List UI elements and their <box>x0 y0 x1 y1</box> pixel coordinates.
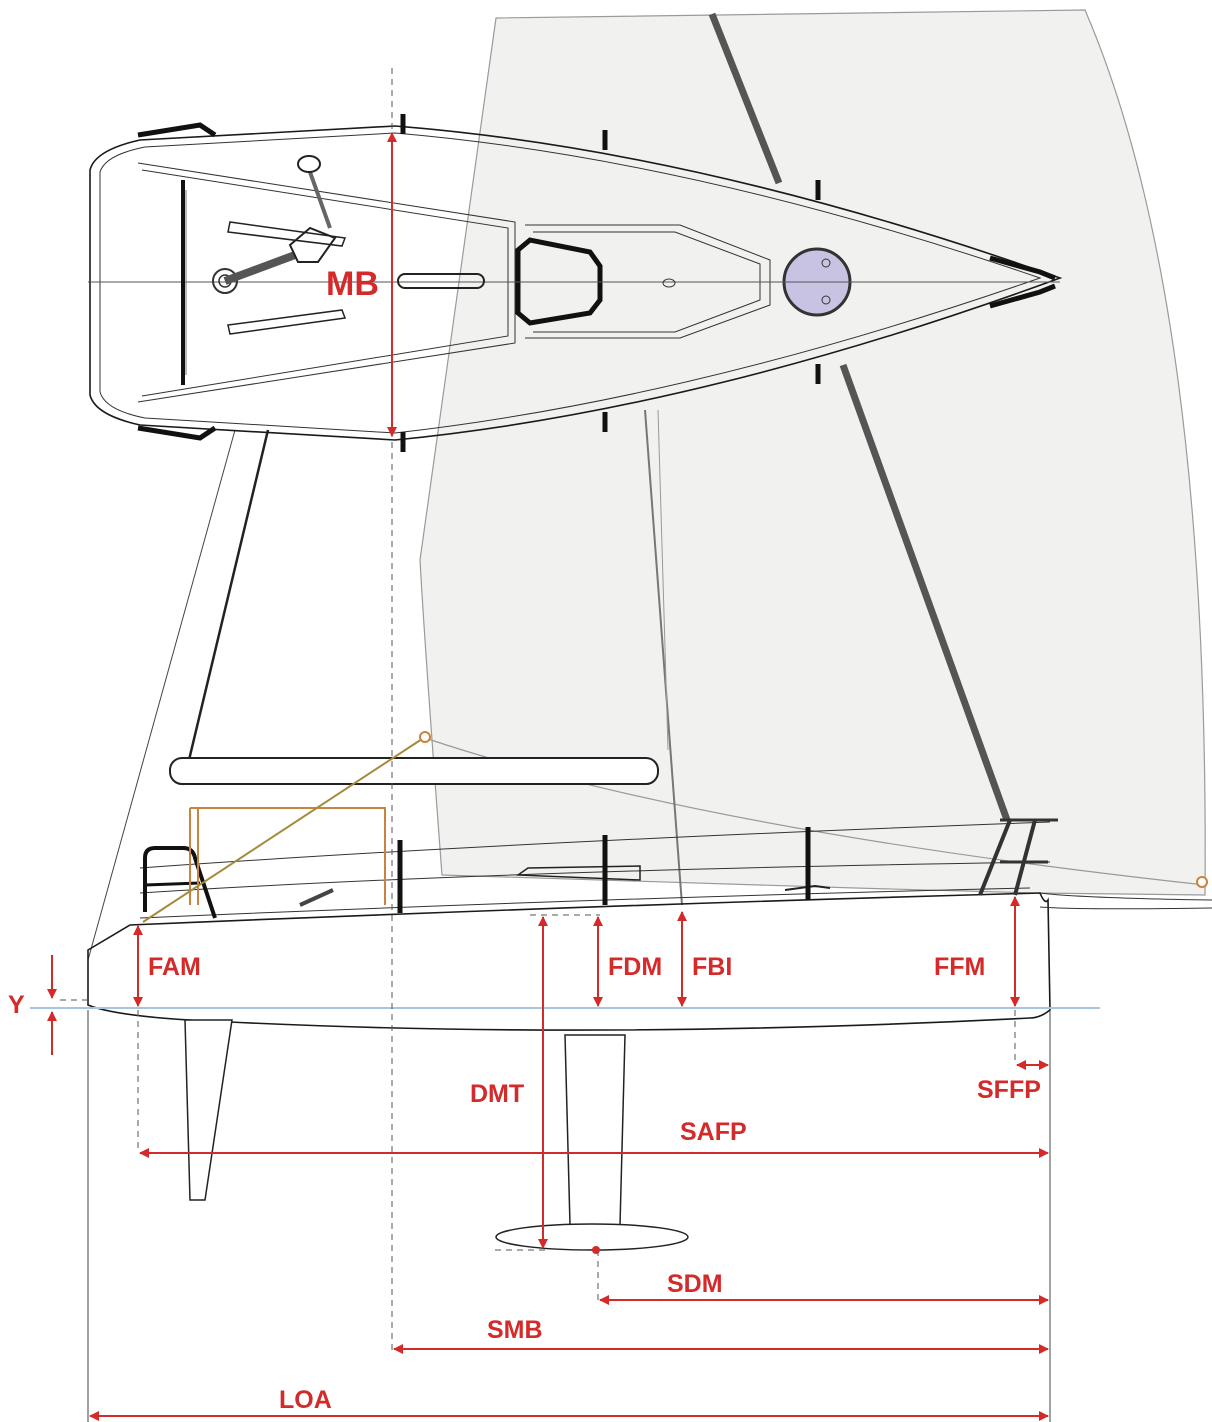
label-safp: SAFP <box>680 1118 747 1146</box>
backstay <box>87 429 236 961</box>
label-fbi: FBI <box>692 953 732 981</box>
keel-fin <box>564 1034 626 1226</box>
label-fam: FAM <box>148 953 201 981</box>
label-ffm: FFM <box>934 953 985 981</box>
label-sdm: SDM <box>667 1270 723 1298</box>
mainsail <box>419 9 1206 896</box>
label-loa: LOA <box>279 1386 332 1414</box>
boom <box>169 757 659 785</box>
label-smb: SMB <box>487 1316 543 1344</box>
label-sffp: SFFP <box>977 1076 1041 1104</box>
label-fdm: FDM <box>608 953 662 981</box>
rudder <box>184 1019 233 1201</box>
mast <box>644 409 683 906</box>
deck-plan <box>88 114 1063 452</box>
keel-bulb <box>495 1223 689 1251</box>
label-dmt: DMT <box>470 1080 524 1108</box>
bowsprit-stay <box>839 363 1011 822</box>
keel-reference-point <box>592 1246 600 1254</box>
running-backstay <box>181 429 270 786</box>
forestay <box>708 12 783 185</box>
label-y: Y <box>8 991 25 1019</box>
mast-aft <box>657 409 669 751</box>
hull-profile <box>87 731 1212 1251</box>
label-mb: MB <box>326 265 379 303</box>
